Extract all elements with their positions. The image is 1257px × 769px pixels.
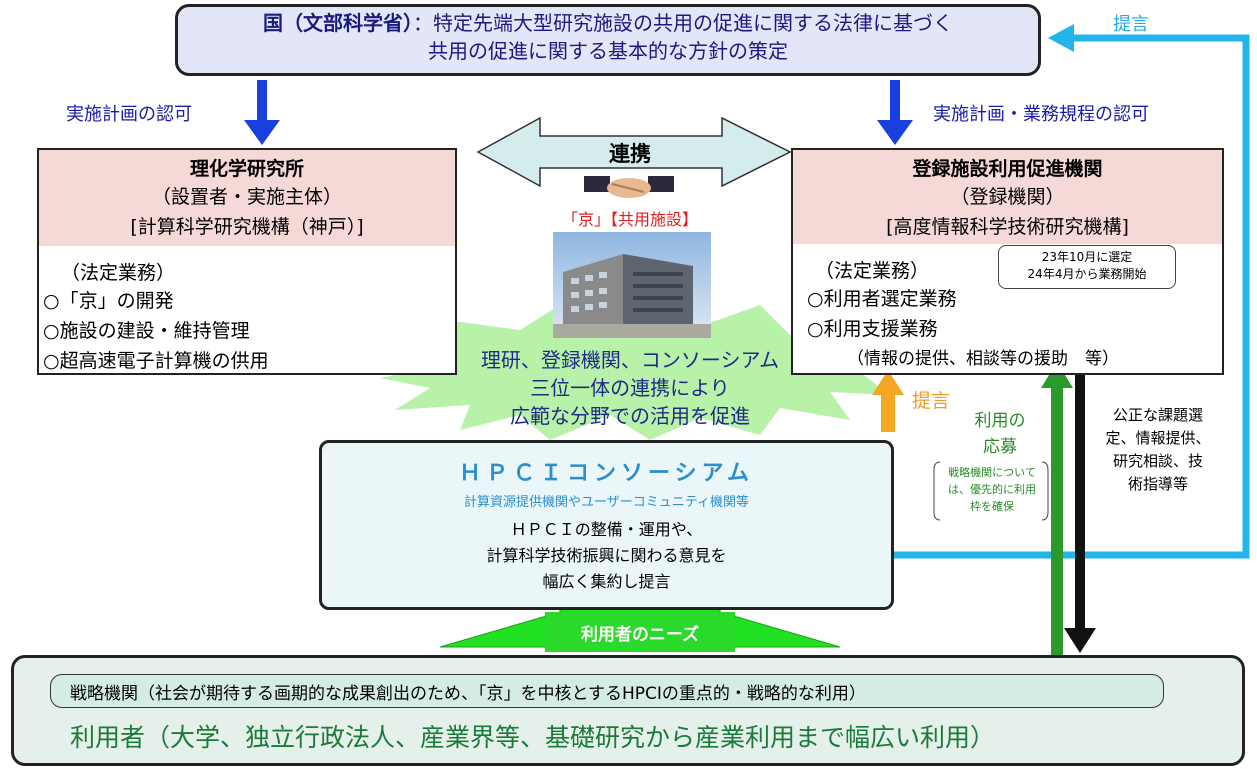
handshake-icon bbox=[584, 168, 674, 204]
collaboration-line2: 三位一体の連携により bbox=[530, 376, 730, 400]
proposal-arrow-orange bbox=[872, 370, 904, 432]
hpci-title: ＨＰＣＩコンソーシアム bbox=[458, 461, 755, 486]
strategic-note-1: 戦略機関について bbox=[948, 466, 1036, 479]
strategic-box bbox=[50, 674, 1164, 708]
riken-legal-label: （法定業務） bbox=[61, 262, 176, 284]
strategic-text: 戦略機関（社会が期待する画期的な成果創出のため、「京」を中核とするHPCIの重点… bbox=[70, 684, 866, 704]
proposal-line bbox=[894, 34, 1250, 559]
riken-item-3: ○超高速電子計算機の供用 bbox=[43, 350, 269, 372]
collaboration-line1: 理研、登録機関、コンソーシアム bbox=[480, 348, 780, 372]
application-label-1: 利用の bbox=[974, 411, 1026, 431]
proposal-label-top: 提言 bbox=[1113, 14, 1149, 35]
building-photo bbox=[553, 232, 711, 338]
support-note: 公正な課題選 定、情報提供、 研究相談、技 術指導等 bbox=[1088, 404, 1228, 496]
government-text: 国（文部科学省）：特定先端大型研究施設の共用の促進に関する法律に基づく 共用の促… bbox=[188, 9, 1028, 65]
government-line2: 共用の促進に関する基本的な方針の策定 bbox=[428, 39, 788, 63]
support-arrow bbox=[1064, 375, 1096, 653]
riken-item-2: ○施設の建設・維持管理 bbox=[43, 320, 250, 342]
riken-item-1: ○「京」の開発 bbox=[43, 290, 174, 312]
users-box: 戦略機関（社会が期待する画期的な成果創出のため、「京」を中核とするHPCIの重点… bbox=[11, 655, 1245, 766]
users-text: 利用者（大学、独立行政法人、産業界等、基礎研究から産業利用まで幅広い利用） bbox=[70, 723, 996, 752]
collaboration-double-arrow bbox=[476, 116, 792, 188]
riken-header bbox=[39, 150, 455, 246]
collaboration-line3: 広範な分野での活用を促進 bbox=[510, 404, 750, 428]
application-arrow bbox=[1041, 362, 1073, 655]
proposal-label-mid: 提言 bbox=[912, 390, 951, 412]
government-line1: ：特定先端大型研究施設の共用の促進に関する法律に基づく bbox=[413, 11, 953, 35]
approval-label-left: 実施計画の認可 bbox=[66, 104, 192, 125]
support-note-1: 公正な課題選 bbox=[1112, 406, 1203, 424]
registered-header bbox=[793, 150, 1222, 244]
registered-item-3: （情報の提供、相談等の援助 等） bbox=[847, 349, 1119, 369]
collaboration-burst bbox=[380, 300, 905, 440]
needs-arrow-body bbox=[545, 612, 735, 652]
registered-institute: [高度情報科学技術研究機構] bbox=[886, 216, 1129, 238]
riken-institute: [計算科学研究機構（神戸）] bbox=[130, 216, 364, 238]
support-note-4: 術指導等 bbox=[1127, 475, 1188, 493]
approval-arrow-right bbox=[877, 80, 913, 145]
hpci-box: ＨＰＣＩコンソーシアム 計算資源提供機関やユーザーコミュニティ機関等 ＨＰＣＩの… bbox=[319, 440, 894, 610]
government-name: 国（文部科学省） bbox=[263, 11, 413, 35]
government-box bbox=[175, 4, 1041, 76]
hpci-subtitle: 計算資源提供機関やユーザーコミュニティ機関等 bbox=[464, 495, 749, 510]
support-note-3: 研究相談、技 bbox=[1112, 452, 1203, 470]
registered-subtitle: （登録機関） bbox=[950, 186, 1065, 208]
facility-label: 「京」【共用施設】 bbox=[561, 210, 698, 229]
registered-item-1: ○利用者選定業務 bbox=[807, 288, 957, 310]
support-note-2: 定、情報提供、 bbox=[1105, 429, 1211, 447]
strategic-note-3: 枠を確保 bbox=[970, 500, 1014, 513]
riken-subtitle: （設置者・実施主体） bbox=[151, 186, 342, 208]
collaboration-label: 連携 bbox=[609, 142, 651, 166]
registered-note-2: 24年4月から業務開始 bbox=[1027, 267, 1147, 281]
riken-title: 理化学研究所 bbox=[189, 158, 304, 180]
registered-note: 23年10月に選定 24年4月から業務開始 bbox=[998, 245, 1176, 289]
application-label-2: 応募 bbox=[983, 437, 1017, 457]
hpci-line1: ＨＰＣＩの整備・運用や、 bbox=[510, 520, 703, 539]
riken-box: 理化学研究所 （設置者・実施主体） [計算科学研究機構（神戸）] （法定業務） … bbox=[37, 148, 457, 375]
registered-item-2: ○利用支援業務 bbox=[807, 318, 938, 340]
needs-label: 利用者のニーズ bbox=[580, 625, 700, 645]
strategic-note-2: は、優先的に利用 bbox=[948, 483, 1036, 496]
registered-note-1: 23年10月に選定 bbox=[1041, 250, 1133, 264]
registered-legal-label: （法定業務） bbox=[815, 260, 930, 282]
approval-label-right: 実施計画・業務規程の認可 bbox=[933, 104, 1149, 125]
registered-title: 登録施設利用促進機関 bbox=[912, 158, 1103, 180]
hpci-line3: 幅広く集約し提言 bbox=[542, 572, 671, 591]
strategic-note: 戦略機関について は、優先的に利用 枠を確保 bbox=[938, 464, 1046, 515]
proposal-arrowhead bbox=[1048, 24, 1074, 52]
registered-box: 登録施設利用促進機関 （登録機関） [高度情報科学技術研究機構] （法定業務） … bbox=[791, 148, 1224, 375]
application-label: 利用の 応募 bbox=[970, 408, 1030, 460]
strategic-note-bracket bbox=[933, 461, 1049, 521]
collaboration-text: 理研、登録機関、コンソーシアム 三位一体の連携により 広範な分野での活用を促進 bbox=[430, 346, 830, 430]
approval-arrow-left bbox=[244, 80, 280, 145]
hpci-line2: 計算科学技術振興に関わる意見を bbox=[486, 546, 727, 565]
